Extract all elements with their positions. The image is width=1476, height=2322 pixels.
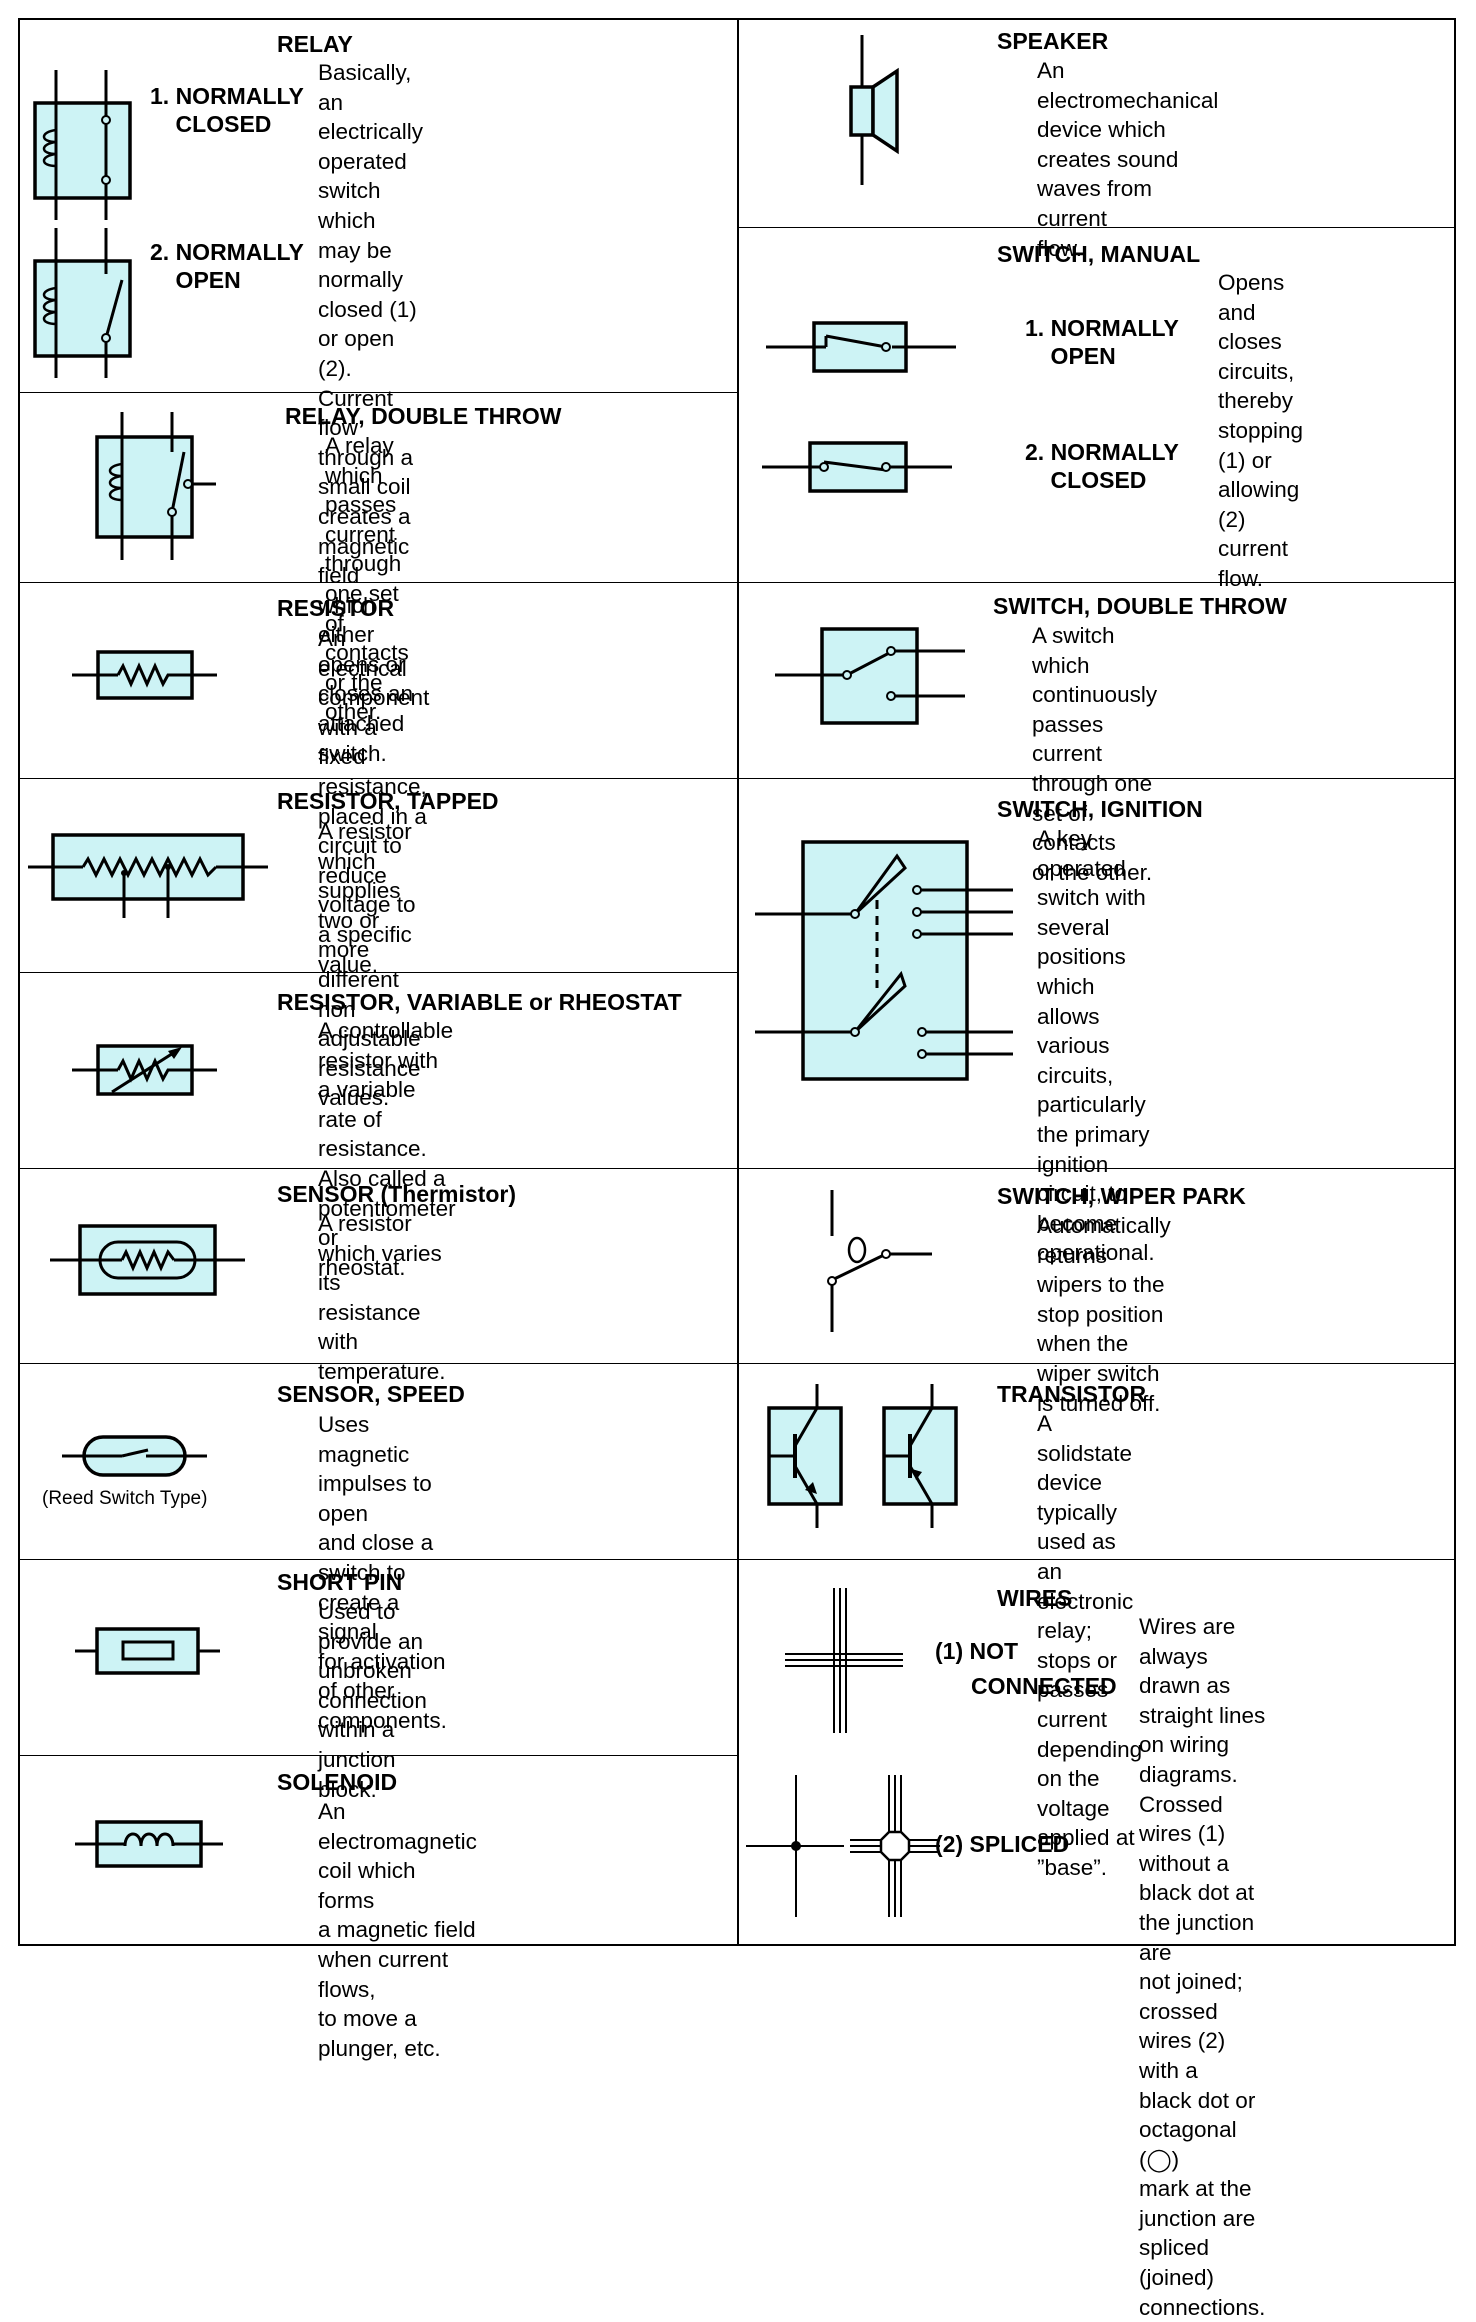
entry-title: SWITCH, DOUBLE THROW xyxy=(993,593,1287,619)
row-divider xyxy=(737,1363,1456,1364)
entry-title: RELAY, DOUBLE THROW xyxy=(285,403,562,429)
row-divider xyxy=(18,1168,737,1169)
entry-description: A relay which passes current through one… xyxy=(325,433,409,725)
entry-description: A solidstate device typically used as an… xyxy=(1037,1411,1143,1880)
resistor-icon xyxy=(72,648,217,703)
normally-open-label: 2. NORMALLY OPEN xyxy=(150,239,304,293)
normally-open-label: 1. NORMALLY OPEN xyxy=(1025,315,1179,369)
wiper-park-switch-icon xyxy=(820,1186,935,1336)
entry-description: An electromagnetic coil which forms a ma… xyxy=(318,1799,477,2061)
entry-title: SPEAKER xyxy=(997,28,1109,54)
row-divider xyxy=(737,1559,1456,1560)
column-divider xyxy=(737,18,739,1946)
entry-description: Wires are always drawn as straight lines… xyxy=(1139,1614,1266,2320)
entry-title: SOLENOID xyxy=(277,1769,398,1795)
wires-spliced-octagon-icon xyxy=(850,1775,940,1917)
entry-description: A resistor which varies its resistance w… xyxy=(318,1211,446,1384)
relay-normally-open-icon xyxy=(30,228,140,378)
ignition-switch-icon xyxy=(755,838,1015,1083)
reed-switch-icon xyxy=(62,1432,207,1480)
row-divider xyxy=(18,582,737,583)
transistor-npn-icon xyxy=(765,1384,845,1529)
entry-title: SWITCH, WIPER PARK xyxy=(997,1183,1246,1209)
entry-description: A controllable resistor with a variable … xyxy=(318,1018,456,1280)
short-pin-icon xyxy=(75,1625,220,1677)
double-throw-switch-icon xyxy=(775,624,970,726)
entry-description: A switch which continuously passes curre… xyxy=(1032,623,1158,885)
row-divider xyxy=(737,582,1456,583)
rheostat-icon xyxy=(72,1038,217,1098)
relay-normally-closed-icon xyxy=(30,70,140,220)
reed-switch-caption: (Reed Switch Type) xyxy=(42,1488,208,1509)
entry-description: Opens and closes circuits, thereby stopp… xyxy=(1218,270,1304,591)
entry-description: Automatically returns wipers to the stop… xyxy=(1037,1213,1171,1416)
entry-title: RESISTOR, TAPPED xyxy=(277,788,499,814)
entry-description: An electromechanical device which create… xyxy=(1037,58,1219,261)
thermistor-icon xyxy=(50,1222,245,1297)
spliced-label: (2) SPLICED xyxy=(935,1831,1070,1857)
entry-description: Basically, an electrically operated swit… xyxy=(318,60,424,766)
entry-title: SWITCH, MANUAL xyxy=(997,241,1201,267)
not-connected-label: (1) NOT xyxy=(935,1638,1019,1664)
row-divider xyxy=(18,1559,737,1560)
entry-description: A key operated switch with several posit… xyxy=(1037,826,1155,1266)
transistor-pnp-icon xyxy=(880,1384,960,1529)
normally-closed-label: 2. NORMALLY CLOSED xyxy=(1025,439,1179,493)
entry-title: SENSOR, SPEED xyxy=(277,1381,465,1407)
entry-title: RELAY xyxy=(277,31,353,57)
entry-title: SHORT PIN xyxy=(277,1569,403,1595)
entry-title: TRANSISTOR xyxy=(997,1381,1147,1407)
entry-title: WIRES xyxy=(997,1585,1073,1611)
wires-spliced-dot-icon xyxy=(746,1775,846,1917)
entry-description: Uses magnetic impulses to open and close… xyxy=(318,1412,447,1733)
entry-description: Used to provide an unbroken connection w… xyxy=(318,1599,427,1802)
row-divider xyxy=(18,972,737,973)
row-divider xyxy=(18,1363,737,1364)
row-divider xyxy=(737,227,1456,228)
entry-title: SENSOR (Thermistor) xyxy=(277,1181,516,1207)
normally-closed-label: 1. NORMALLY CLOSED xyxy=(150,83,304,137)
entry-description: An electrical component with a fixed res… xyxy=(318,626,430,977)
not-connected-label-2: CONNECTED xyxy=(971,1673,1117,1699)
wires-not-connected-icon xyxy=(785,1588,905,1733)
manual-switch-closed-icon xyxy=(762,440,952,498)
relay-double-throw-icon xyxy=(92,412,222,562)
resistor-tapped-icon xyxy=(28,830,268,920)
row-divider xyxy=(737,778,1456,779)
solenoid-icon xyxy=(75,1818,223,1870)
row-divider xyxy=(18,1755,737,1756)
row-divider xyxy=(18,392,737,393)
speaker-icon xyxy=(845,35,905,185)
row-divider xyxy=(737,1168,1456,1169)
manual-switch-open-icon xyxy=(766,318,956,376)
entry-title: RESISTOR xyxy=(277,595,395,621)
entry-description: A resistor which supplies two or more di… xyxy=(318,819,421,1111)
row-divider xyxy=(18,778,737,779)
entry-title: RESISTOR, VARIABLE or RHEOSTAT xyxy=(277,989,682,1015)
entry-title: SWITCH, IGNITION xyxy=(997,796,1203,822)
